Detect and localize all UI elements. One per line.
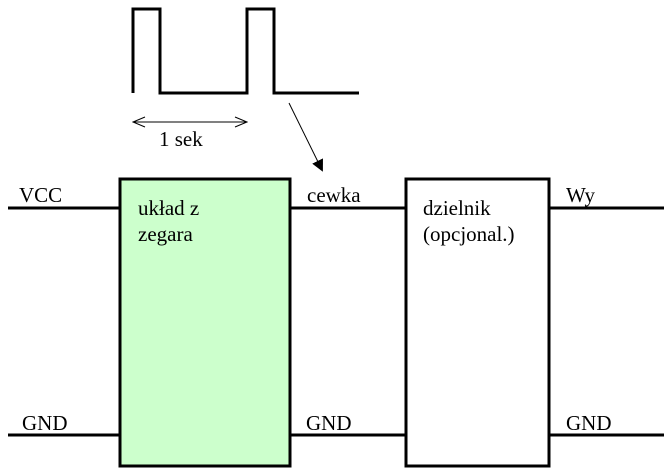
cewka-label: cewka [307, 183, 361, 207]
signal-pointer-arrow [288, 102, 323, 172]
period-label: 1 sek [159, 127, 203, 151]
clock-circuit-label: układ z zegara [138, 196, 200, 246]
divider-block [404, 177, 551, 468]
divider-label: dzielnik (opcjonal.) [423, 196, 515, 246]
gnd-right-label: GND [566, 411, 612, 435]
output-label: Wy [566, 183, 596, 207]
gnd-middle-label: GND [306, 411, 352, 435]
pulse-waveform [131, 7, 359, 95]
clock-circuit-block [118, 177, 292, 468]
vcc-label: VCC [19, 183, 63, 207]
gnd-left-label: GND [22, 411, 68, 435]
